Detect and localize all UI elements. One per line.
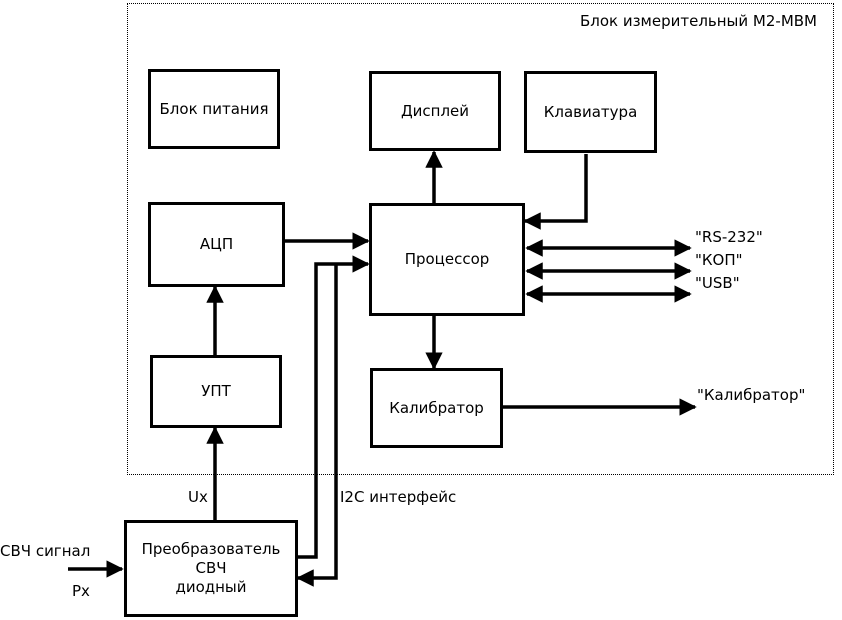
label-ux: Ux (188, 488, 208, 506)
block-upt: УПТ (150, 355, 282, 428)
label-usb: "USB" (695, 274, 740, 292)
arrow-keyboard-processor (523, 154, 588, 230)
arrow-i2c-to-processor (296, 255, 370, 559)
label-rs232: "RS-232" (695, 228, 763, 246)
frame-title: Блок измерительный М2-МВМ (579, 12, 817, 30)
block-converter: Преобразователь СВЧ диодный (124, 520, 298, 617)
block-power: Блок питания (148, 69, 280, 149)
label-svch-signal: СВЧ сигнал (0, 542, 91, 560)
block-processor: Процессор (369, 203, 525, 316)
measuring-unit-frame: Блок измерительный М2-МВМ (127, 3, 834, 475)
label-i2c: I2C интерфейс (340, 488, 457, 506)
label-px: Px (72, 582, 90, 600)
block-keyboard: Клавиатура (524, 71, 657, 153)
label-calibrator-output: "Калибратор" (697, 386, 806, 404)
arrow-i2c-to-converter (296, 264, 338, 587)
block-display: Дисплей (369, 71, 501, 151)
label-kop: "КОП" (695, 251, 743, 269)
block-calibrator: Калибратор (370, 368, 503, 448)
block-adc: АЦП (148, 202, 285, 287)
